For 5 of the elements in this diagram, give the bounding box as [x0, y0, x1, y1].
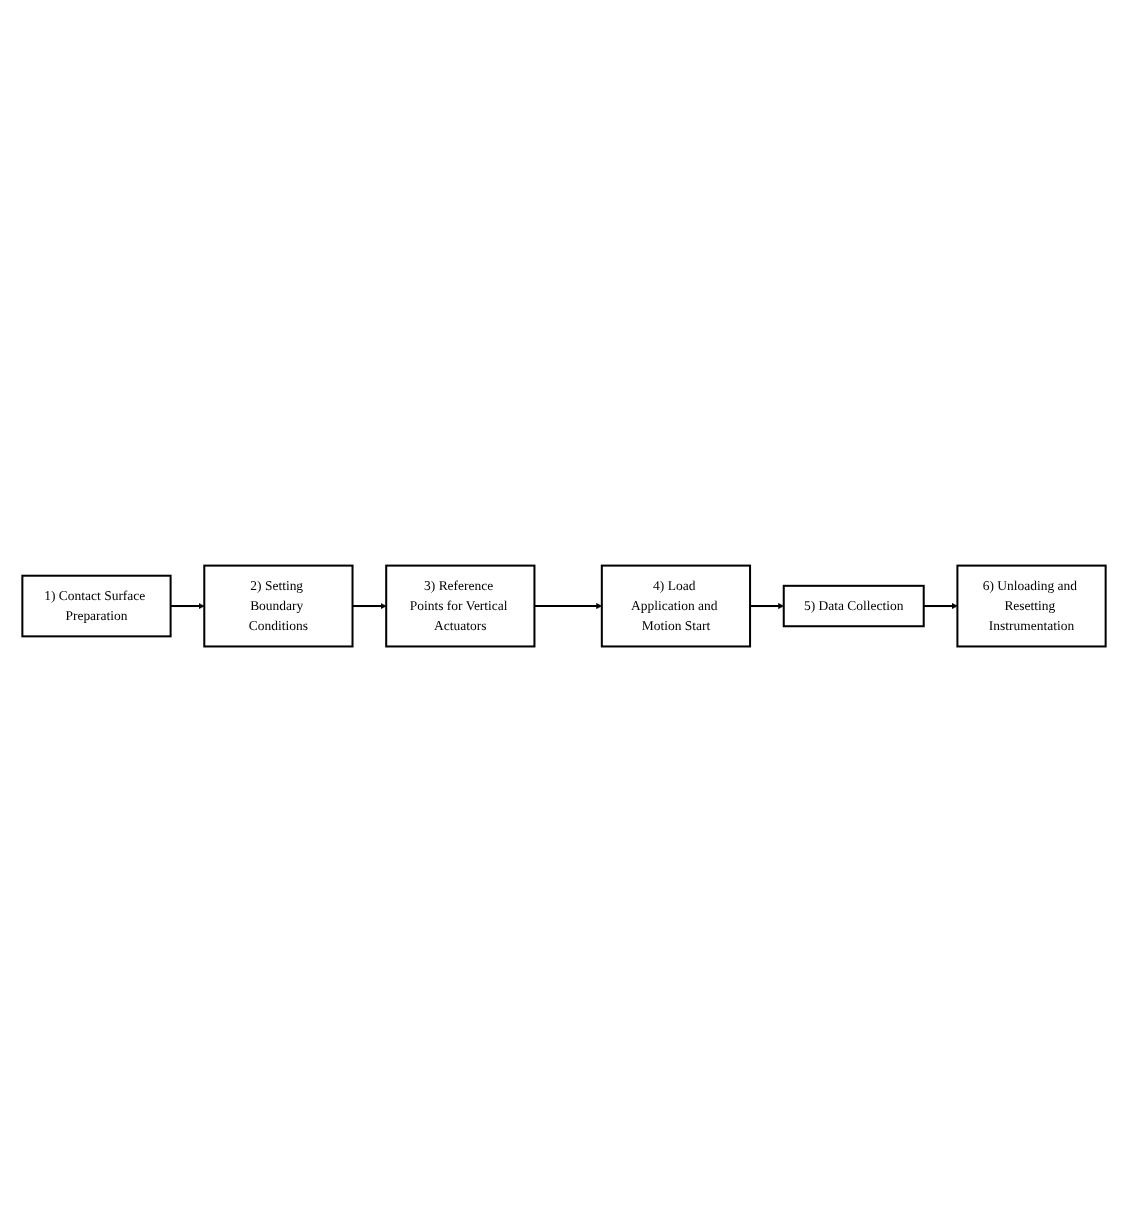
arrow [170, 604, 205, 610]
arrow [534, 604, 603, 610]
arrow [750, 604, 784, 610]
arrow [923, 604, 958, 610]
arrow [352, 604, 387, 610]
